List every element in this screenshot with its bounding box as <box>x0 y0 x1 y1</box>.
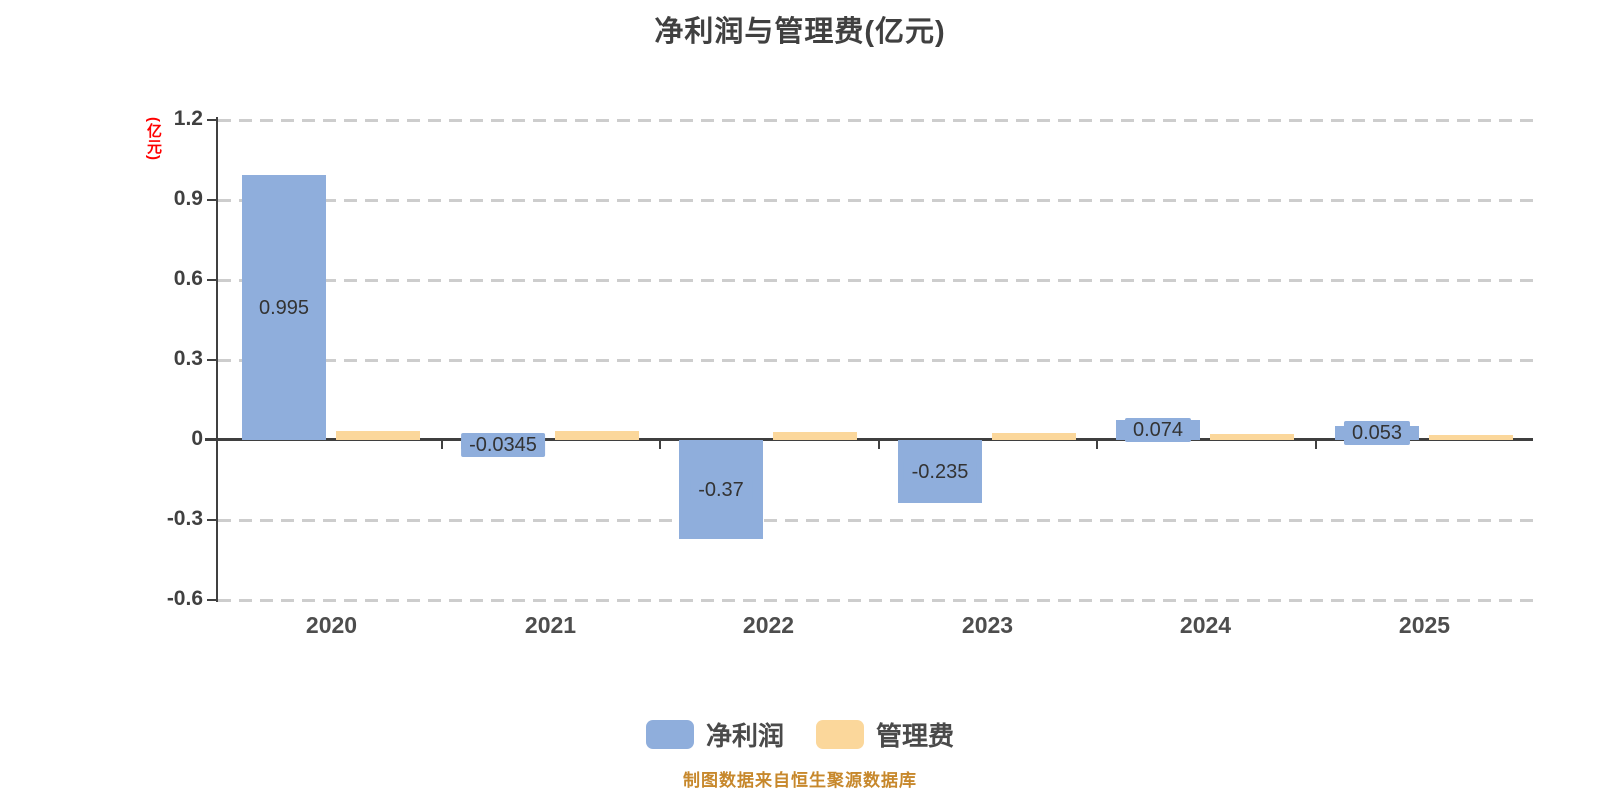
x-axis-tick <box>1096 441 1098 449</box>
gridline <box>218 358 1533 362</box>
bar-管理费-2023[interactable] <box>992 433 1076 440</box>
y-axis-tick-label: -0.6 <box>166 587 203 610</box>
gridline <box>218 599 1533 602</box>
bar-value-label: -0.0345 <box>461 433 545 457</box>
x-axis-tick-label: 2025 <box>1398 612 1451 638</box>
x-axis-tick-label: 2023 <box>961 612 1014 638</box>
y-axis-tick <box>207 599 217 601</box>
x-axis-tick <box>878 441 880 449</box>
x-axis-tick <box>659 441 661 449</box>
y-axis-tick-label: 0.3 <box>173 346 203 370</box>
bar-value-label: 0.053 <box>1343 421 1411 445</box>
y-axis-tick-label: 0.6 <box>173 266 203 290</box>
bar-value-label: -0.37 <box>690 478 752 502</box>
x-axis-line <box>205 438 1533 441</box>
bar-管理费-2024[interactable] <box>1210 434 1294 440</box>
bar-value-label: 0.074 <box>1124 418 1192 442</box>
gridline <box>218 198 1533 202</box>
x-axis-tick-label: 2020 <box>305 612 358 638</box>
data-source-note: 制图数据来自恒生聚源数据库 <box>683 771 917 790</box>
legend-label-mgmt-fee[interactable]: 管理费 <box>876 720 955 751</box>
gridline <box>218 519 1533 522</box>
y-axis-tick <box>207 278 217 281</box>
legend-swatch-net-profit[interactable] <box>645 719 694 749</box>
x-axis-tick-label: 2022 <box>742 612 795 638</box>
legend-label-net-profit[interactable]: 净利润 <box>705 720 784 751</box>
y-axis-tick <box>207 198 217 201</box>
legend-swatch-mgmt-fee[interactable] <box>816 719 864 749</box>
y-axis-tick-label: 0.9 <box>173 186 203 210</box>
gridline <box>218 118 1533 122</box>
y-axis-tick-label: -0.3 <box>166 507 203 530</box>
y-axis-tick <box>207 118 217 121</box>
y-axis-tick-label: 1.2 <box>173 106 203 130</box>
y-axis-line <box>216 117 218 602</box>
bar-管理费-2022[interactable] <box>773 432 857 440</box>
y-axis-unit-label: (亿元) <box>145 117 162 161</box>
bar-管理费-2021[interactable] <box>555 431 639 440</box>
y-axis-tick-label: 0 <box>191 427 203 450</box>
x-axis-tick-label: 2021 <box>524 612 577 638</box>
x-axis-tick <box>441 441 443 449</box>
bar-管理费-2020[interactable] <box>336 431 420 440</box>
gridline <box>218 278 1533 282</box>
legend: 净利润 管理费 <box>0 716 1600 752</box>
chart-title: 净利润与管理费(亿元) <box>654 16 946 48</box>
x-axis-tick-label: 2024 <box>1179 612 1232 638</box>
bar-管理费-2025[interactable] <box>1429 435 1513 440</box>
x-axis-tick <box>1315 441 1317 449</box>
bar-value-label: 0.995 <box>250 296 318 320</box>
y-axis-tick <box>207 519 217 521</box>
bar-value-label: -0.235 <box>903 460 977 484</box>
y-axis-tick <box>207 358 217 361</box>
